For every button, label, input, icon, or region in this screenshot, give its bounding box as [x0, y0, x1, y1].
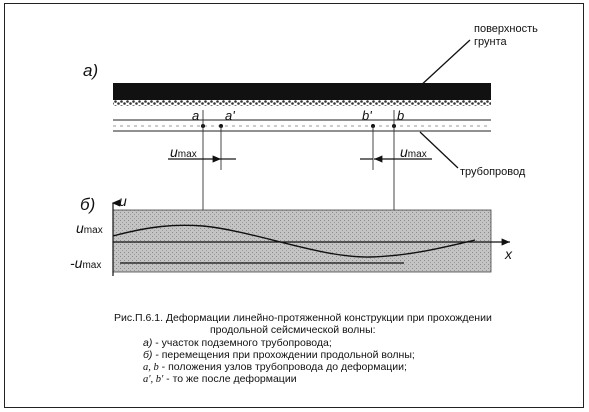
node-b-prime-label: b' [362, 108, 372, 123]
caption-item-b: б) - перемещения при прохождении продоль… [143, 349, 415, 361]
gravel-layer [113, 100, 491, 106]
panel-a-label: а) [83, 61, 99, 80]
caption-item-nodes-after: a', b' - то же после деформации [143, 373, 297, 385]
pipeline-leader-line [419, 131, 459, 169]
figure-frame [4, 3, 584, 408]
pipeline-label: трубопровод [460, 166, 526, 178]
caption-item-nodes: a, b - положения узлов трубопровода до д… [143, 361, 407, 373]
surface-label-line2: грунта [474, 36, 507, 48]
node-a-label: a [192, 108, 200, 123]
u-max-left-label: umax [170, 144, 197, 160]
u-axis-label: u [119, 193, 127, 209]
u-max-right-label: umax [400, 144, 427, 160]
displacement-wave-curve [112, 224, 476, 258]
caption-title-line2: продольной сейсмической волны: [210, 324, 376, 336]
node-a-prime-label: a' [225, 108, 235, 123]
panel-b-label: б) [80, 195, 96, 214]
plot-area [112, 209, 492, 273]
surface-leader-line [417, 39, 471, 89]
caption-title-line1: Рис.П.6.1. Деформации линейно-протяженно… [114, 312, 492, 324]
x-axis-label: x [505, 246, 512, 262]
y-tick-u-max: umax [76, 220, 103, 236]
y-tick-neg-u-max: -umax [70, 255, 102, 271]
surface-label-line1: поверхность [474, 23, 538, 35]
node-b-label: b [397, 108, 405, 123]
ground-surface-bar [113, 83, 491, 100]
caption-item-a: а) - участок подземного трубопровода; [143, 337, 332, 349]
